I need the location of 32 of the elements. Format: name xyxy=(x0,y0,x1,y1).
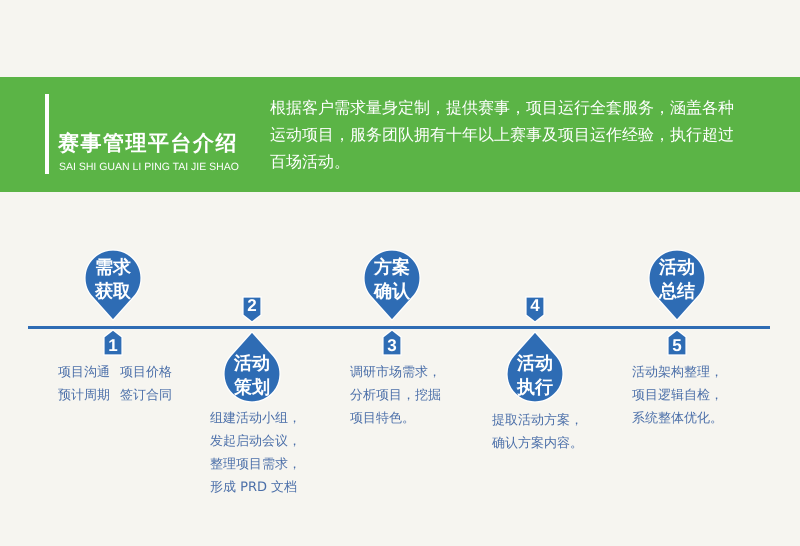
number-tag xyxy=(243,297,261,322)
number-tag xyxy=(526,297,544,322)
step-number: 5 xyxy=(671,337,683,355)
teardrop-marker xyxy=(648,249,706,321)
teardrop-marker xyxy=(84,249,142,321)
step-title: 需求获取 xyxy=(95,256,131,304)
number-tag xyxy=(668,330,686,355)
step-description: 调研市场需求，分析项目，挖掘项目特色。 xyxy=(350,364,442,428)
number-tag xyxy=(104,330,122,355)
teardrop-marker xyxy=(223,331,281,403)
step-title: 活动策划 xyxy=(234,352,270,400)
banner-title: 赛事管理平台介绍 xyxy=(58,130,238,156)
step-title: 活动总结 xyxy=(659,256,695,304)
teardrop-marker xyxy=(363,249,421,321)
step-number: 1 xyxy=(107,337,119,355)
step-description: 提取活动方案，确认方案内容。 xyxy=(492,412,584,453)
banner-description: 根据客户需求量身定制，提供赛事，项目运行全套服务，涵盖各种运动项目，服务团队拥有十年以上赛事及项目运作经验，执行超过百场活动。 xyxy=(270,97,735,173)
step-description: 项目沟通 xyxy=(58,364,110,382)
step-number: 3 xyxy=(386,337,398,355)
step-title: 方案确认 xyxy=(374,256,410,304)
banner-subtitle: SAI SHI GUAN LI PING TAI JIE SHAO xyxy=(59,161,239,174)
step-number: 2 xyxy=(246,297,258,315)
header-banner xyxy=(0,77,800,192)
step-title: 活动执行 xyxy=(517,352,553,400)
step-description: 组建活动小组，发起启动会议，整理项目需求，形成 PRD 文档 xyxy=(210,410,302,497)
step-description: 活动架构整理，项目逻辑自检，系统整体优化。 xyxy=(632,364,724,428)
step-description: 预计周期 xyxy=(58,387,110,405)
number-tag xyxy=(383,330,401,355)
step-description: 项目价格 xyxy=(120,364,172,382)
teardrop-marker xyxy=(506,331,564,403)
step-description: 签订合同 xyxy=(120,387,172,405)
step-number: 4 xyxy=(529,297,541,315)
